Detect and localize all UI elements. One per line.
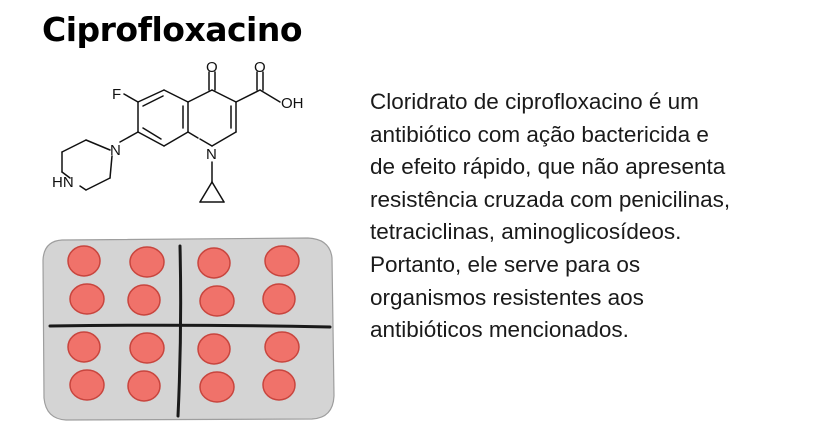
description-line: organismos resistentes aos: [370, 284, 644, 310]
atom-label-hn: HN: [52, 174, 74, 191]
description-line: Cloridrato de ciprofloxacino é um: [370, 89, 699, 114]
atom-label-n-ring: N: [206, 146, 217, 163]
description-line: Portanto, ele serve para os: [370, 251, 641, 277]
pill: [262, 369, 296, 401]
pill: [264, 245, 300, 277]
pill: [129, 332, 165, 364]
pill: [127, 370, 161, 402]
pill: [197, 333, 231, 365]
description-text: Cloridrato de ciprofloxacino é um antibi…: [370, 86, 810, 347]
pill: [197, 247, 231, 279]
atom-label-n-piperazine: N: [110, 142, 121, 159]
atom-label-oh: OH: [281, 95, 304, 112]
atom-label-o-ketone: O: [206, 62, 218, 76]
pill: [127, 284, 161, 316]
pill: [69, 283, 105, 315]
pill: [262, 283, 296, 315]
ciprofloxacin-structure-diagram: F O O OH N N HN: [52, 62, 304, 203]
pill: [67, 331, 101, 363]
pill: [129, 246, 165, 278]
blister-divider-horizontal: [48, 323, 332, 329]
description-line: de efeito rápido, que não apresenta: [370, 154, 726, 180]
description-line: resistência cruzada com penicilinas,: [370, 186, 731, 212]
pill: [264, 331, 300, 363]
blister-card: [42, 237, 335, 421]
pill-blister-pack-illustration: [42, 237, 335, 421]
pill: [67, 245, 101, 277]
pill: [69, 369, 105, 401]
pill: [199, 285, 235, 317]
atom-label-o-acid: O: [254, 62, 266, 76]
atom-label-f: F: [112, 86, 121, 103]
page-title: Ciprofloxacino: [42, 10, 303, 49]
description-line: antibiótico com ação bactericida e: [370, 121, 709, 147]
pill: [199, 371, 235, 403]
description-line: tetraciclinas, aminoglicosídeos.: [370, 219, 682, 245]
blister-divider-vertical: [176, 244, 183, 418]
description-line: antibióticos mencionados.: [370, 317, 629, 343]
